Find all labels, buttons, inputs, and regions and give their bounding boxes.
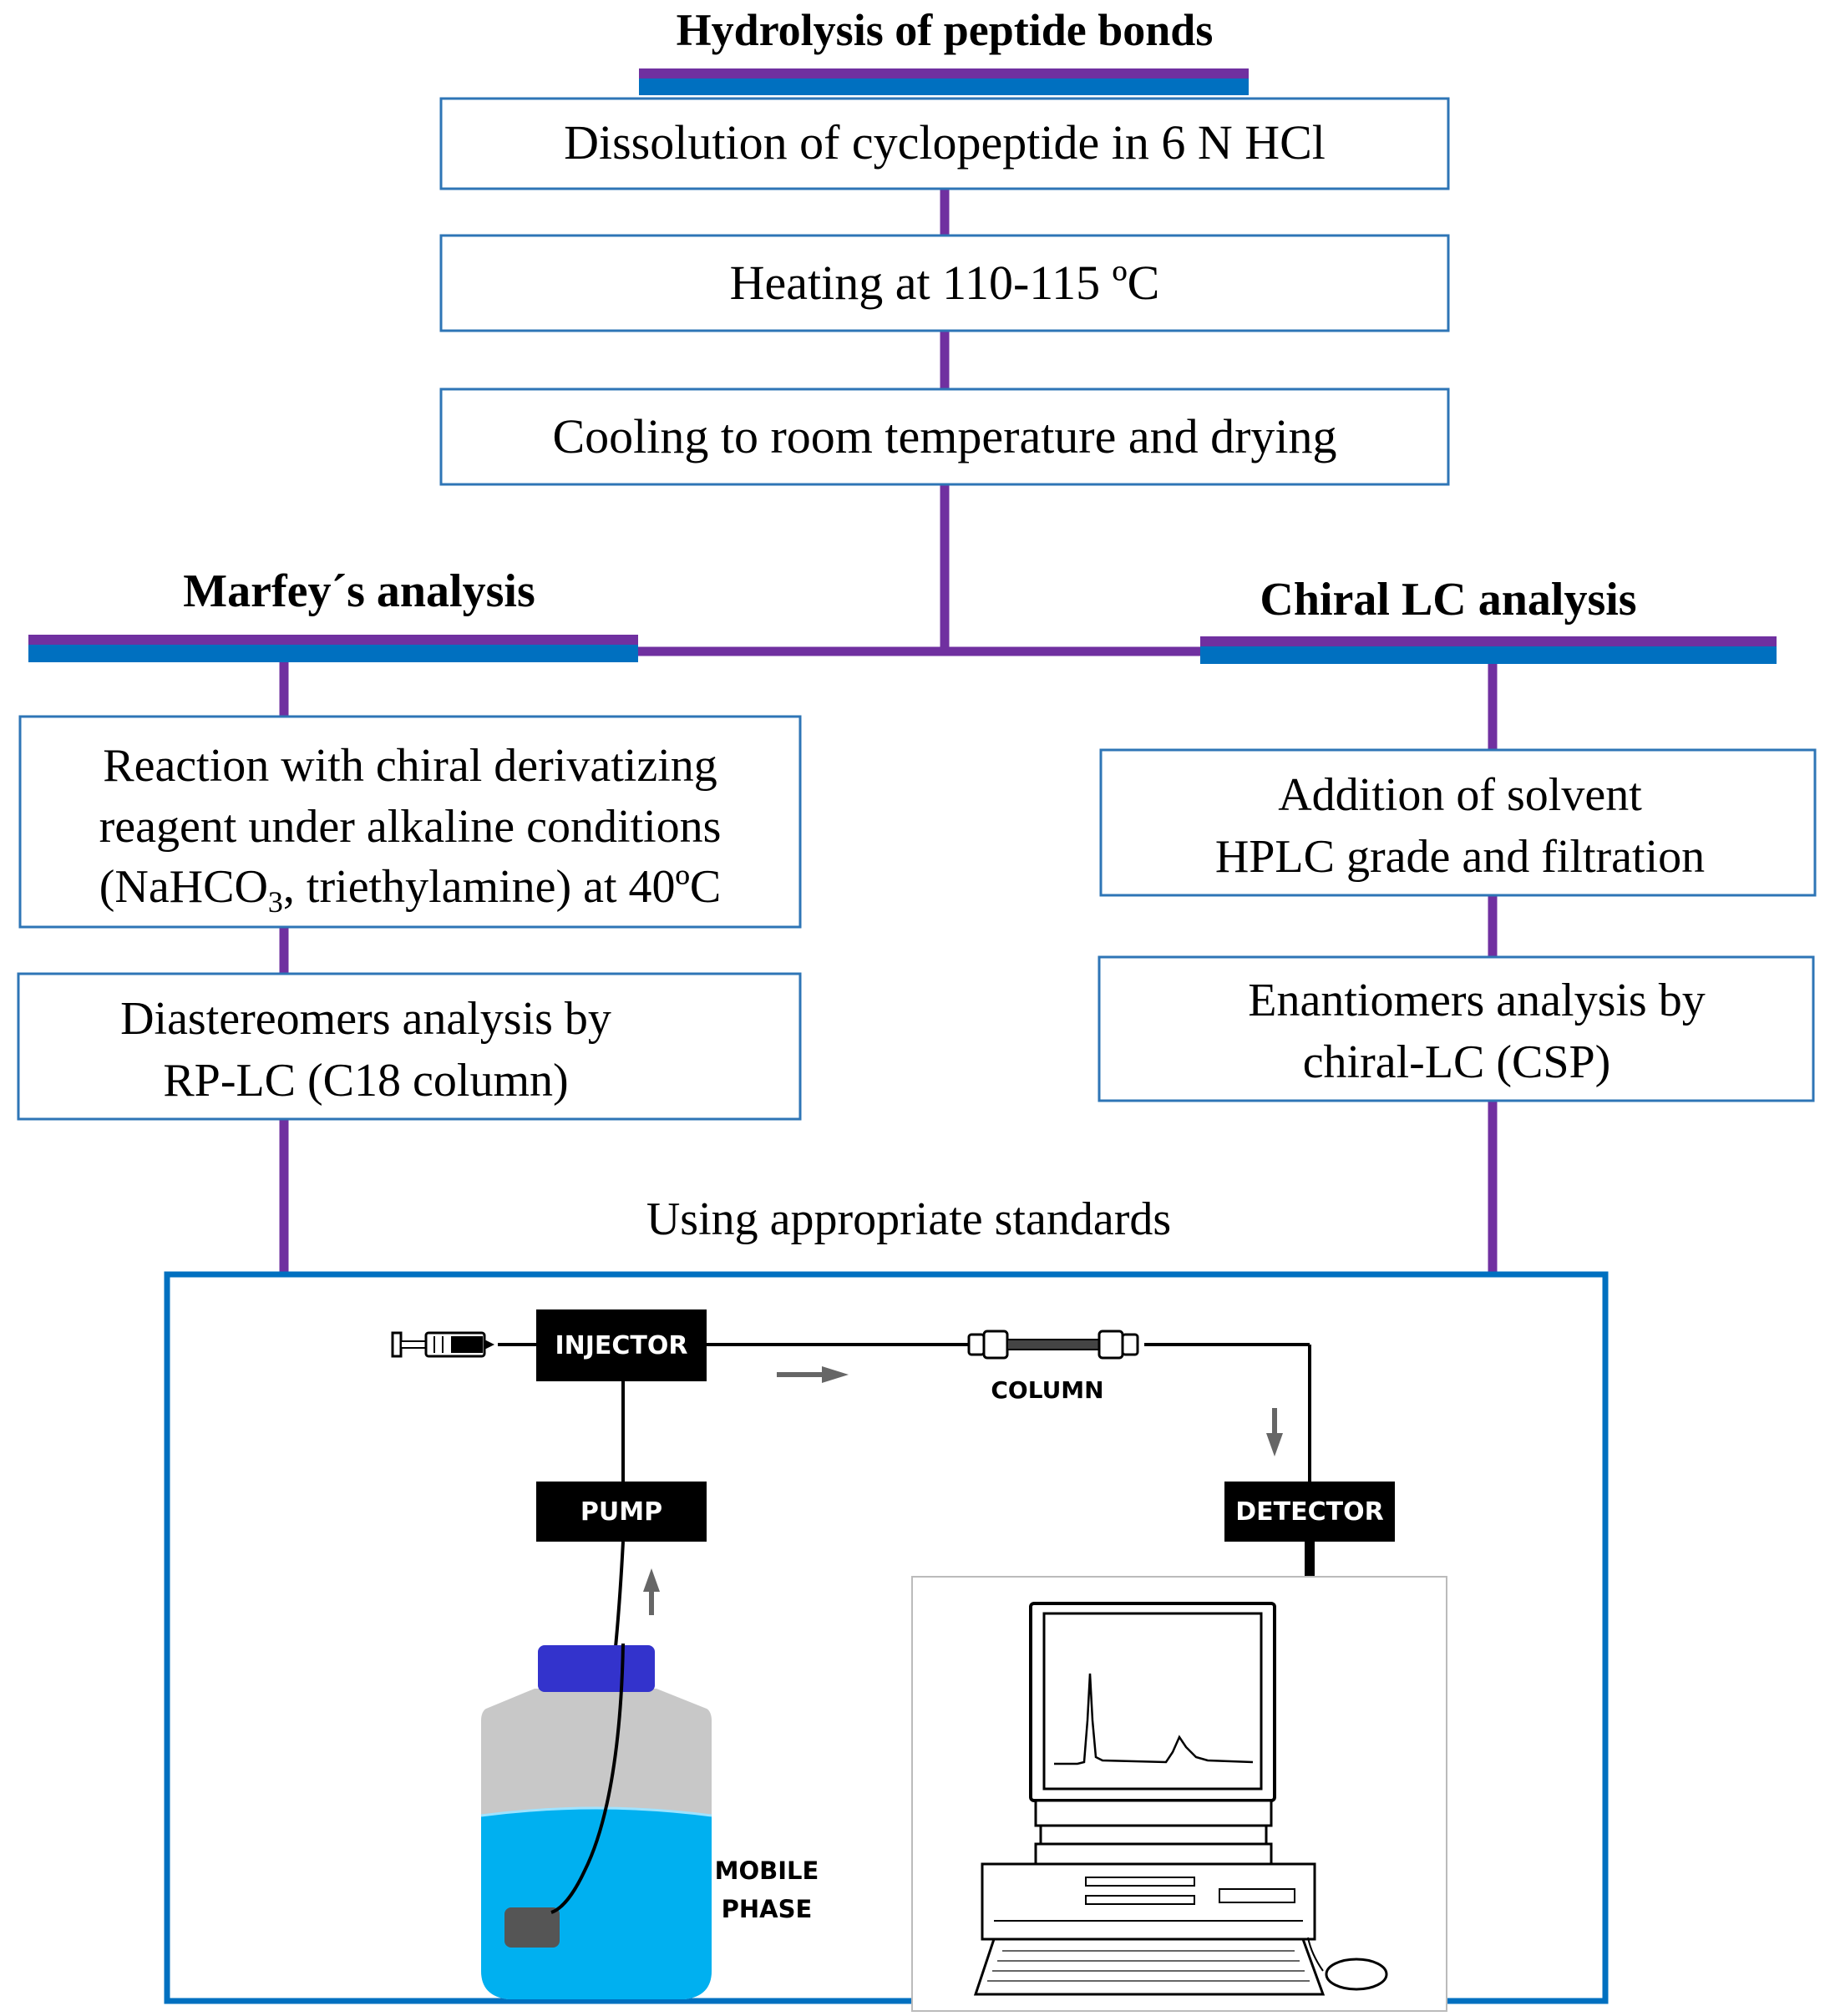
enantiomers-line-2: chiral-LC (CSP) <box>1303 1036 1611 1088</box>
marfey-heading-bar <box>28 635 638 662</box>
syringe-icon <box>391 1331 494 1358</box>
mobile-phase-label-1: MOBILE <box>715 1856 819 1885</box>
pump-block: PUMP <box>536 1482 707 1542</box>
hydrolysis-heading-bar <box>639 68 1249 95</box>
step-text-cooling: Cooling to room temperature and drying <box>552 409 1336 463</box>
derivatization-line-3-sub: 3 <box>268 885 283 919</box>
connector-lines <box>279 189 1498 1274</box>
solvent-bottle-icon <box>480 1643 712 1999</box>
detector-label: DETECTOR <box>1235 1497 1383 1527</box>
column-label: COLUMN <box>991 1376 1103 1404</box>
diastereomers-line-1: Diastereomers analysis by <box>120 993 611 1045</box>
chromatogram-trace <box>1054 1673 1254 1765</box>
standards-label: Using appropriate standards <box>646 1193 1171 1245</box>
derivatization-line-3: (NaHCO3, triethylamine) at 40ºC <box>99 861 722 919</box>
computer-icon <box>911 1576 1447 2012</box>
step-box-derivatization: Reaction with chiral derivatizing reagen… <box>18 715 802 929</box>
derivatization-line-2: reagent under alkaline conditions <box>99 801 722 853</box>
step-box-enantiomers: Enantiomers analysis by chiral-LC (CSP) <box>1097 955 1815 1102</box>
diastereomers-line-2: RP-LC (C18 column) <box>163 1055 568 1107</box>
derivatization-line-1: Reaction with chiral derivatizing <box>103 740 717 792</box>
enantiomers-line-1: Enantiomers analysis by <box>1248 975 1705 1026</box>
flow-arrow-icon <box>777 1366 849 1383</box>
chiral-lc-heading-bar <box>1200 636 1777 664</box>
solvent-filtration-line-2: HPLC grade and filtration <box>1215 831 1705 883</box>
flow-arrow-down-icon <box>1266 1408 1283 1456</box>
step-box-solvent-filtration: Addition of solvent HPLC grade and filtr… <box>1099 748 1817 897</box>
solvent-filtration-line-1: Addition of solvent <box>1278 769 1642 821</box>
column-icon <box>967 1330 1139 1360</box>
step-box-diastereomers: Diastereomers analysis by RP-LC (C18 col… <box>17 972 802 1121</box>
detector-block: DETECTOR <box>1224 1482 1395 1542</box>
step-text-dissolution: Dissolution of cyclopeptide in 6 N HCl <box>564 115 1326 170</box>
mobile-phase-label-2: PHASE <box>722 1895 813 1923</box>
step-box-cooling: Cooling to room temperature and drying <box>439 387 1450 486</box>
injector-block: INJECTOR <box>536 1309 707 1381</box>
flow-arrow-up-icon <box>643 1568 660 1615</box>
step-text-heating: Heating at 110-115 ºC <box>730 256 1160 310</box>
derivatization-line-3-pre: (NaHCO <box>99 861 268 913</box>
derivatization-line-3-post: , triethylamine) at 40ºC <box>283 861 721 913</box>
marfey-heading: Marfey´s analysis <box>183 565 535 617</box>
chiral-lc-heading: Chiral LC analysis <box>1260 574 1636 626</box>
step-box-heating: Heating at 110-115 ºC <box>439 234 1450 332</box>
hydrolysis-heading: Hydrolysis of peptide bonds <box>677 5 1214 55</box>
injector-label: INJECTOR <box>555 1331 687 1360</box>
step-box-dissolution: Dissolution of cyclopeptide in 6 N HCl <box>439 97 1450 190</box>
pump-label: PUMP <box>580 1497 662 1527</box>
